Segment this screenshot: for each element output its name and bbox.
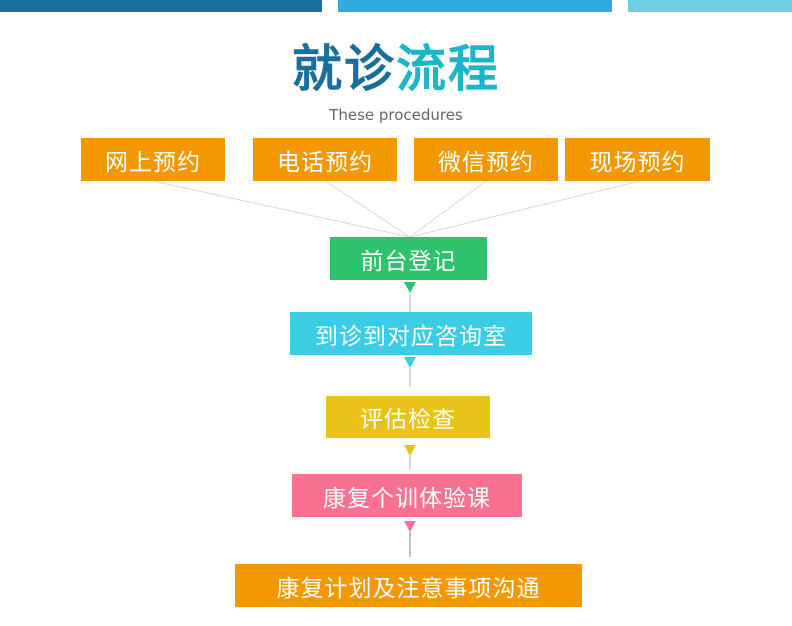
arrow-down-icon [404, 445, 416, 456]
top-bar-mid [338, 0, 612, 12]
appointment-label: 网上预约 [105, 149, 201, 176]
connector-wechat [409, 180, 487, 238]
step-trial-class: 康复个训体验课 [292, 474, 522, 517]
appointment-phone: 电话预约 [253, 138, 397, 181]
step-label: 康复个训体验课 [323, 485, 491, 512]
appointment-label: 微信预约 [438, 149, 534, 176]
appointment-label: 电话预约 [277, 149, 373, 176]
page-title: 就诊流程 [0, 36, 792, 102]
step-consultation-room: 到诊到对应咨询室 [290, 312, 532, 355]
connector-phone [324, 180, 411, 238]
step-label: 到诊到对应咨询室 [315, 323, 507, 350]
page-subtitle: These procedures [329, 106, 463, 124]
connector-onsite [409, 180, 641, 238]
appointment-label: 现场预约 [589, 149, 686, 176]
title-part-1: 就诊 [292, 40, 396, 98]
step-label: 前台登记 [360, 248, 457, 275]
step-assessment: 评估检查 [326, 396, 490, 438]
arrow-down-icon [404, 521, 416, 532]
step-front-desk-registration: 前台登记 [330, 237, 487, 280]
step-plan-communication: 康复计划及注意事项沟通 [235, 564, 582, 607]
appointment-online: 网上预约 [81, 138, 225, 181]
appointment-onsite: 现场预约 [565, 138, 710, 181]
arrow-down-icon [404, 357, 416, 368]
step-label: 评估检查 [360, 407, 456, 433]
top-bar-light [628, 0, 792, 12]
connector-online [152, 180, 411, 238]
arrow-down-icon [404, 282, 416, 293]
appointment-wechat: 微信预约 [414, 138, 558, 181]
top-bar-dark [0, 0, 322, 12]
step-label: 康复计划及注意事项沟通 [276, 575, 541, 602]
title-part-2: 流程 [396, 40, 500, 98]
